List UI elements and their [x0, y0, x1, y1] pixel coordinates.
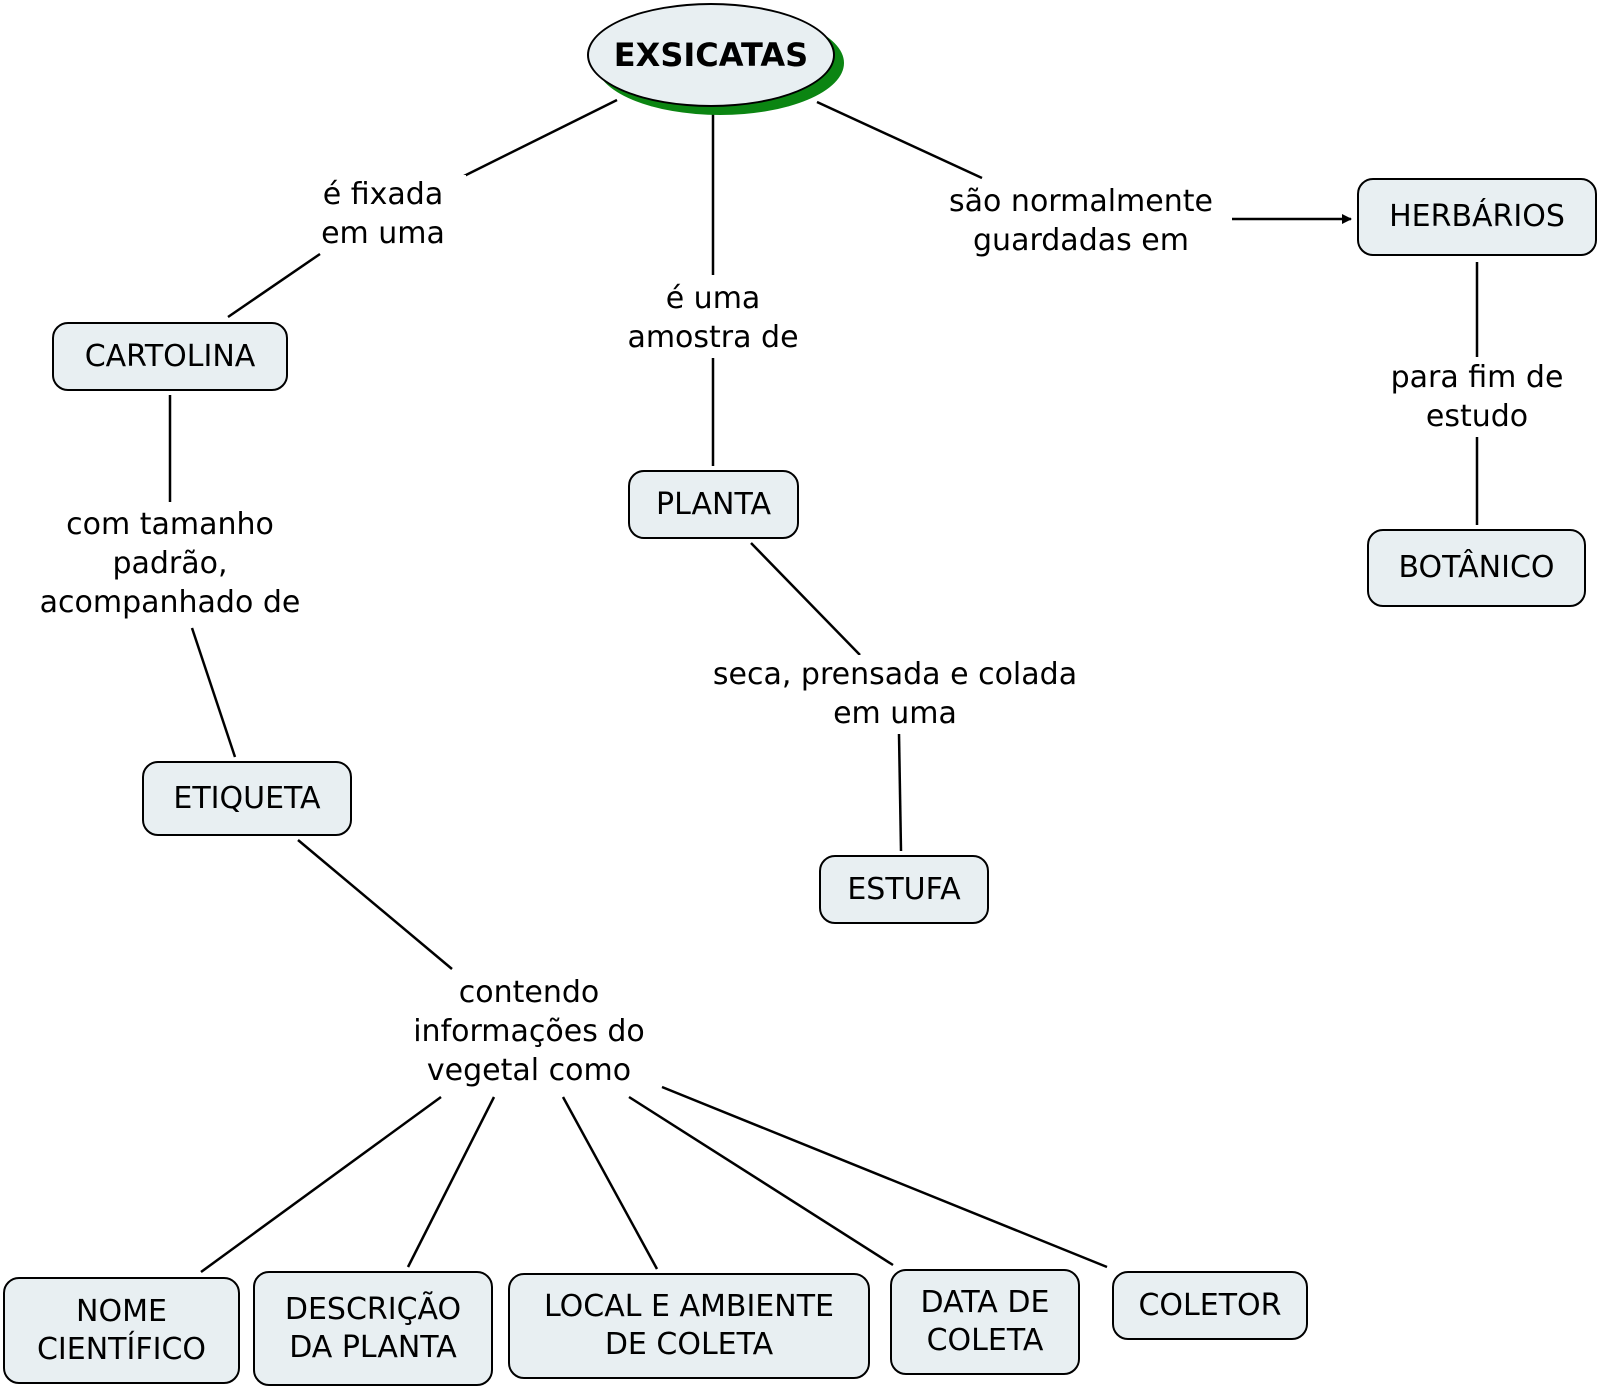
link-fim-estudo: para fim de estudo	[1372, 358, 1582, 436]
edge-contendo-data	[628, 1095, 894, 1267]
concept-coletor[interactable]: COLETOR	[1112, 1271, 1308, 1340]
edge-tamanho-etiqueta	[190, 627, 237, 758]
link-contendo: contendo informações do vegetal como	[398, 973, 660, 1090]
edge-root-fixada	[459, 98, 618, 180]
concept-herbarios[interactable]: HERBÁRIOS	[1357, 178, 1597, 256]
link-seca: seca, prensada e colada em uma	[690, 655, 1100, 733]
edge-contendo-nome	[200, 1095, 442, 1274]
concept-planta[interactable]: PLANTA	[628, 470, 799, 539]
root-label: EXSICATAS	[587, 3, 835, 107]
concept-cartolina[interactable]: CARTOLINA	[52, 322, 288, 391]
link-amostra: é uma amostra de	[613, 279, 813, 357]
concept-botanico[interactable]: BOTÂNICO	[1367, 529, 1586, 607]
link-tamanho: com tamanho padrão, acompanhado de	[25, 505, 315, 622]
concept-local-ambiente[interactable]: LOCAL E AMBIENTE DE COLETA	[508, 1273, 870, 1379]
edge-planta-seca	[750, 542, 861, 656]
concept-data-coleta[interactable]: DATA DE COLETA	[890, 1269, 1080, 1375]
edge-root-guardadas	[816, 100, 983, 180]
edge-contendo-descricao	[406, 1096, 496, 1268]
link-fixada: é fixada em uma	[300, 175, 466, 253]
edge-etiqueta-contendo	[297, 839, 453, 970]
root-concept[interactable]: EXSICATAS	[587, 3, 844, 115]
edge-contendo-coletor	[661, 1085, 1108, 1269]
concept-estufa[interactable]: ESTUFA	[819, 855, 989, 924]
link-guardadas: são normalmente guardadas em	[930, 182, 1232, 260]
concept-etiqueta[interactable]: ETIQUETA	[142, 761, 352, 836]
concept-nome-cientifico[interactable]: NOME CIENTÍFICO	[3, 1277, 240, 1384]
edge-fixada-cartolina	[227, 252, 321, 319]
concept-descricao-planta[interactable]: DESCRIÇÃO DA PLANTA	[253, 1271, 493, 1386]
edge-contendo-local	[561, 1096, 659, 1270]
edge-seca-estufa	[897, 733, 903, 852]
